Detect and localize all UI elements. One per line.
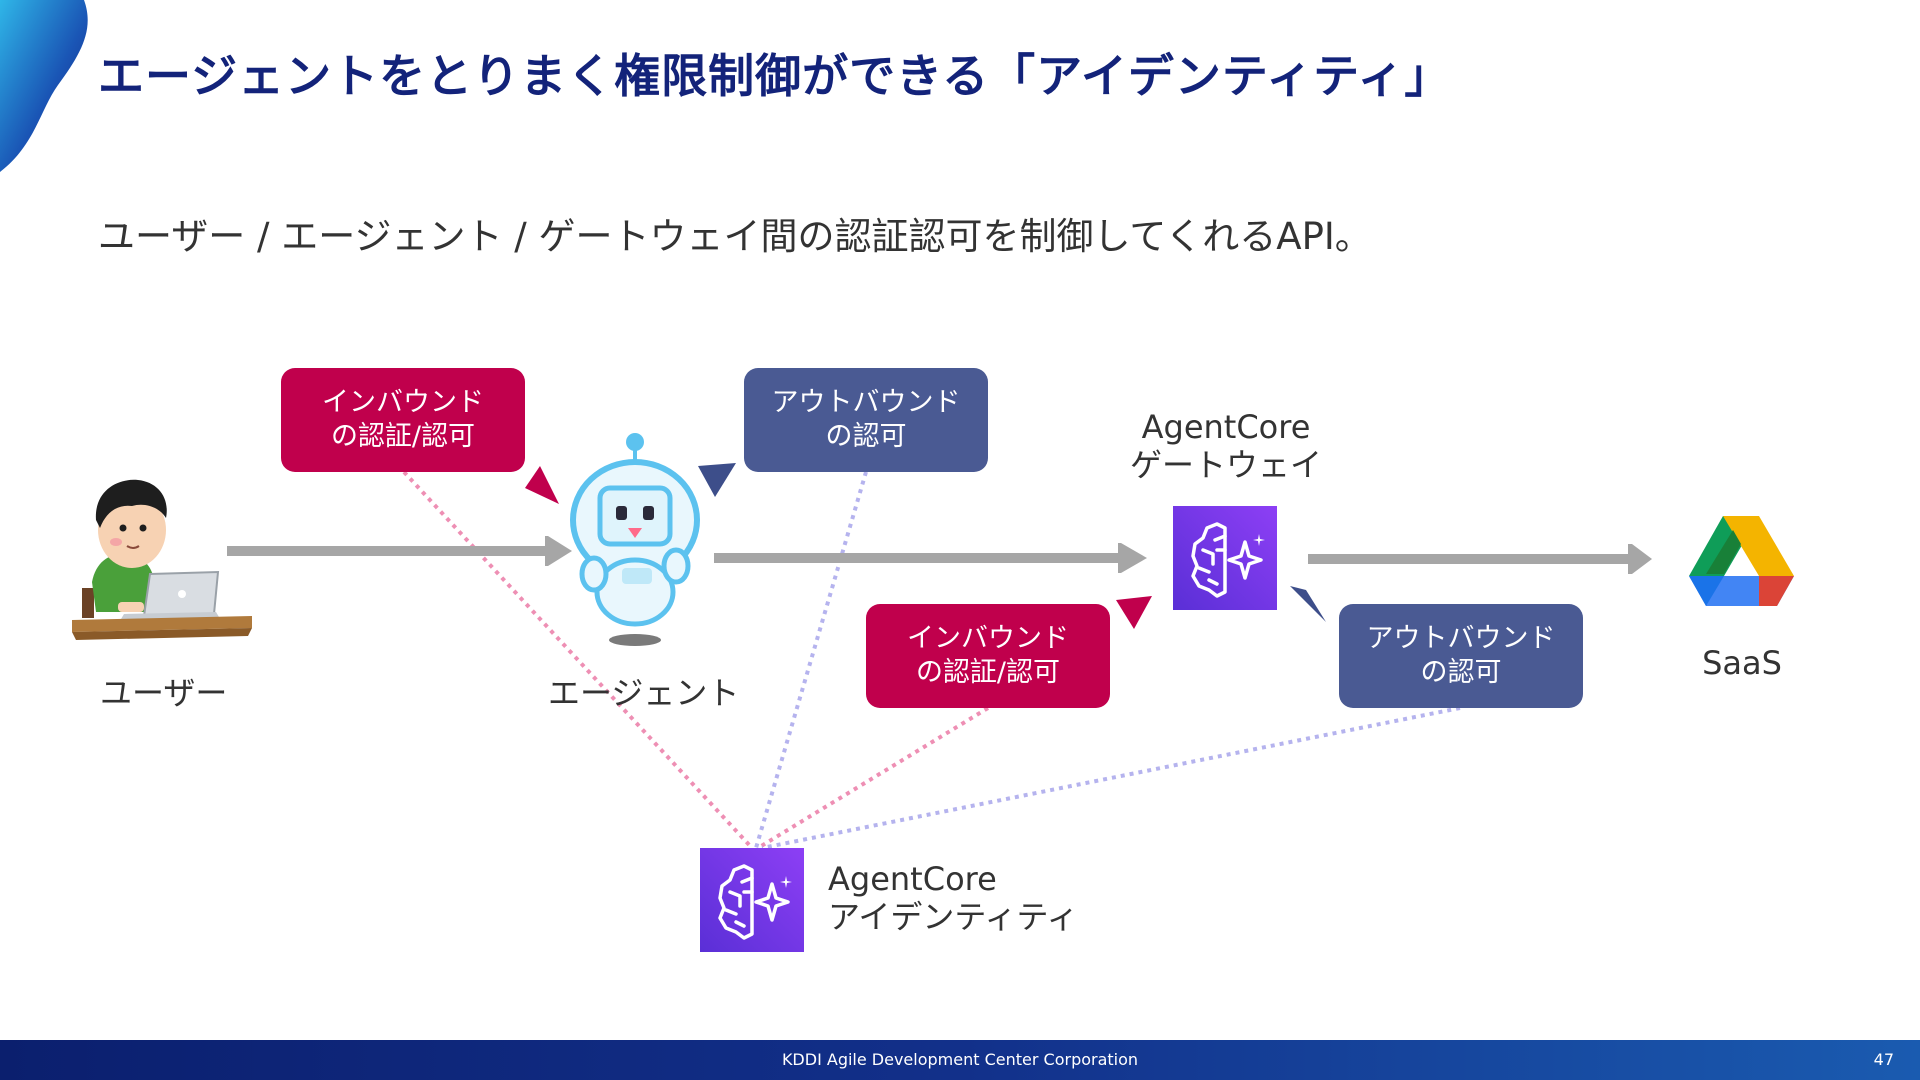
google-drive-icon	[1689, 516, 1794, 606]
agent-outbound-line1: アウトバウンド	[771, 387, 961, 418]
footer-bar: KDDI Agile Development Center Corporatio…	[0, 1040, 1920, 1080]
pointer-agent-inbound	[525, 466, 559, 504]
gateway-inbound-line2: の認証/認可	[915, 657, 1061, 688]
pointer-gateway-outbound	[1290, 586, 1326, 622]
diagram-canvas	[72, 433, 1794, 952]
slide-subtitle: ユーザー / エージェント / ゲートウェイ間の認証認可を制御してくれるAPI。	[98, 215, 1372, 258]
gateway-outbound-auth-box: アウトバウンド の認可	[1339, 604, 1583, 708]
agent-inbound-auth-box: インバウンド の認証/認可	[281, 368, 525, 472]
pointer-triangles	[525, 463, 1326, 629]
flow-arrows	[227, 536, 1652, 574]
agent-outbound-auth-box: アウトバウンド の認可	[744, 368, 988, 472]
gateway-label-line1: AgentCore	[1141, 408, 1311, 446]
identity-label-line2: アイデンティティ	[828, 898, 1079, 936]
gateway-inbound-auth-box: インバウンド の認証/認可	[866, 604, 1110, 708]
dotted-connectors	[402, 470, 1461, 850]
identity-label: AgentCore アイデンティティ	[828, 860, 1079, 936]
dotted-line-agent-inbound	[402, 470, 754, 850]
identity-agentcore-icon	[700, 848, 804, 952]
footer-company-name: KDDI Agile Development Center Corporatio…	[781, 1050, 1139, 1069]
robot-icon	[570, 433, 700, 646]
dotted-line-gateway-inbound	[756, 706, 990, 850]
pointer-agent-outbound	[698, 463, 736, 497]
arrow-agent-to-gateway	[714, 543, 1147, 573]
gateway-inbound-line1: インバウンド	[907, 623, 1069, 654]
user-label: ユーザー	[100, 674, 228, 712]
dotted-line-agent-outbound	[754, 471, 868, 849]
corner-decoration	[0, 0, 88, 172]
gateway-label-line2: ゲートウェイ	[1129, 446, 1322, 484]
agent-label: エージェント	[548, 674, 740, 712]
arrow-user-to-agent	[227, 536, 572, 566]
pointer-gateway-inbound	[1116, 596, 1152, 629]
agent-inbound-line1: インバウンド	[322, 387, 484, 418]
user-laptop-icon	[72, 479, 252, 640]
slide-title: エージェントをとりまく権限制御ができる「アイデンティティ」	[98, 49, 1452, 103]
saas-label: SaaS	[1702, 644, 1782, 682]
agent-outbound-line2: の認可	[825, 421, 907, 452]
gateway-label: AgentCore ゲートウェイ	[1104, 408, 1348, 484]
page-number: 47	[1873, 1050, 1894, 1069]
identity-label-line1: AgentCore	[828, 860, 997, 898]
agent-inbound-line2: の認証/認可	[330, 421, 476, 452]
gateway-outbound-line2: の認可	[1420, 657, 1502, 688]
gateway-agentcore-icon	[1173, 506, 1277, 610]
arrow-gateway-to-saas	[1308, 544, 1652, 574]
dotted-line-gateway-outbound	[761, 706, 1461, 850]
gateway-outbound-line1: アウトバウンド	[1366, 623, 1556, 654]
